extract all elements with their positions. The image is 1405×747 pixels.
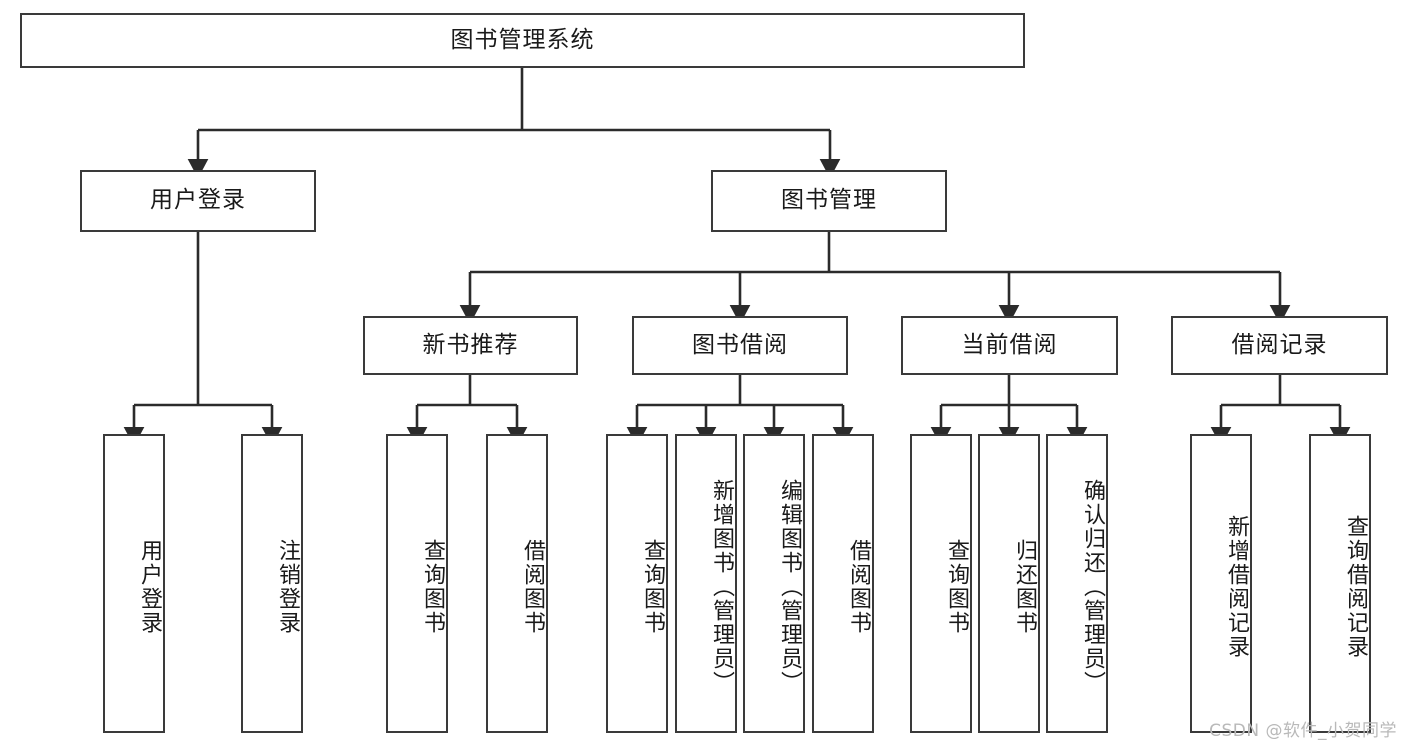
node-leaf-confirm-return-label: 确认归还（管理员） <box>1080 478 1105 695</box>
node-book-manage[interactable]: 图书管理 <box>711 170 947 232</box>
node-leaf-borrow-book-2[interactable]: 借阅图书 <box>812 434 874 733</box>
node-new-book-rec-label: 新书推荐 <box>422 331 519 358</box>
node-leaf-add-record-label: 新增借阅记录 <box>1224 514 1249 659</box>
node-leaf-borrow-book-1-label: 借阅图书 <box>520 538 545 635</box>
node-leaf-query-book-2[interactable]: 查询图书 <box>606 434 668 733</box>
node-book-borrow-label: 图书借阅 <box>692 331 788 358</box>
node-leaf-add-book-label: 新增图书（管理员） <box>709 478 734 695</box>
node-leaf-query-book-1-label: 查询图书 <box>420 538 445 635</box>
node-leaf-query-book-2-label: 查询图书 <box>640 538 665 635</box>
watermark: CSDN @软件_小贺同学 <box>1209 721 1397 741</box>
node-leaf-add-record[interactable]: 新增借阅记录 <box>1190 434 1252 733</box>
node-root-label: 图书管理系统 <box>450 26 595 53</box>
node-leaf-query-record[interactable]: 查询借阅记录 <box>1309 434 1371 733</box>
node-leaf-return-book-label: 归还图书 <box>1012 538 1037 635</box>
node-leaf-borrow-book-2-label: 借阅图书 <box>846 538 871 635</box>
node-leaf-borrow-book-1[interactable]: 借阅图书 <box>486 434 548 733</box>
node-new-book-rec[interactable]: 新书推荐 <box>363 316 578 375</box>
node-user-login-label: 用户登录 <box>150 187 246 214</box>
node-leaf-query-book-1[interactable]: 查询图书 <box>386 434 448 733</box>
node-borrow-record[interactable]: 借阅记录 <box>1171 316 1388 375</box>
node-leaf-query-record-label: 查询借阅记录 <box>1343 514 1368 659</box>
node-leaf-logout-label: 注销登录 <box>275 538 300 635</box>
node-book-borrow[interactable]: 图书借阅 <box>632 316 848 375</box>
node-leaf-user-login-label: 用户登录 <box>137 538 162 635</box>
node-borrow-record-label: 借阅记录 <box>1231 331 1328 358</box>
node-leaf-query-book-3[interactable]: 查询图书 <box>910 434 972 733</box>
node-leaf-add-book[interactable]: 新增图书（管理员） <box>675 434 737 733</box>
node-leaf-user-login[interactable]: 用户登录 <box>103 434 165 733</box>
node-leaf-edit-book-label: 编辑图书（管理员） <box>777 478 802 695</box>
node-user-login[interactable]: 用户登录 <box>80 170 316 232</box>
node-leaf-logout[interactable]: 注销登录 <box>241 434 303 733</box>
node-leaf-return-book[interactable]: 归还图书 <box>978 434 1040 733</box>
node-book-manage-label: 图书管理 <box>781 187 877 214</box>
node-current-borrow[interactable]: 当前借阅 <box>901 316 1118 375</box>
node-leaf-edit-book[interactable]: 编辑图书（管理员） <box>743 434 805 733</box>
node-leaf-confirm-return[interactable]: 确认归还（管理员） <box>1046 434 1108 733</box>
node-leaf-query-book-3-label: 查询图书 <box>944 538 969 635</box>
node-root[interactable]: 图书管理系统 <box>20 13 1025 68</box>
node-current-borrow-label: 当前借阅 <box>961 331 1058 358</box>
